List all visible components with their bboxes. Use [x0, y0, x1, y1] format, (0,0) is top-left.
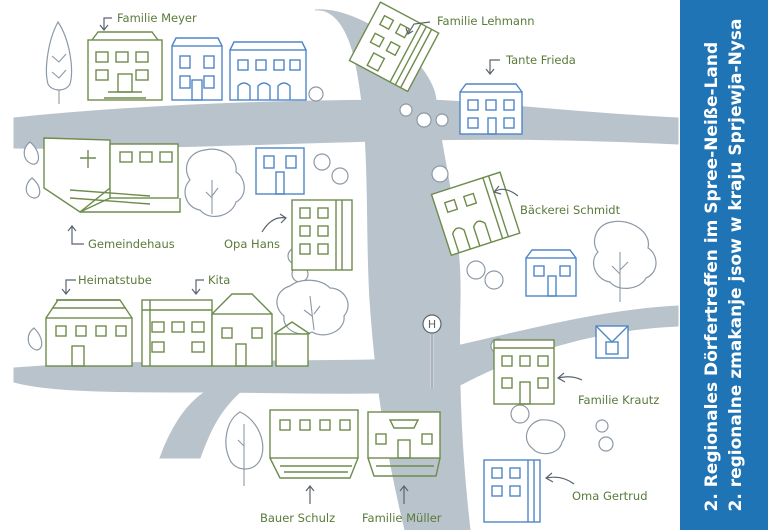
road-lower-left-branch	[159, 391, 242, 459]
tree-center-lower	[276, 279, 349, 336]
bushes-baeckerei	[431, 165, 504, 290]
arrow-familie-mueller	[399, 485, 409, 504]
arrow-baeckerei	[492, 185, 519, 197]
house-blue-small-top	[171, 37, 223, 101]
arrow-tante-frieda	[485, 59, 500, 75]
house-oma-gertrud	[483, 459, 541, 523]
label-heimatstube: Heimatstube	[78, 273, 152, 287]
label-familie-krautz: Familie Krautz	[578, 393, 659, 407]
label-familie-lehmann: Familie Lehmann	[437, 14, 535, 28]
label-arrows	[61, 17, 583, 504]
banner-title-sorbian: 2. regionalne zmakanje jsow w kraju Sprj…	[726, 18, 746, 512]
tree-bottom-left	[225, 411, 264, 486]
bus-stop-symbol: H	[428, 318, 436, 331]
banner-title-german: 2. Regionales Dörfertreffen im Spree-Nei…	[702, 41, 722, 512]
house-familie-mueller	[367, 411, 441, 477]
label-familie-mueller: Familie Müller	[362, 511, 442, 525]
bushes-bottom-right	[510, 404, 614, 455]
farm-bauer-schulz	[269, 409, 359, 479]
arrow-familie-krautz	[556, 372, 583, 383]
tree-center-left	[184, 148, 245, 218]
label-opa-hans: Opa Hans	[224, 237, 280, 251]
label-baeckerei-schmidt: Bäckerei Schmidt	[520, 203, 621, 217]
tree-gemeindehaus-left	[23, 141, 41, 199]
bushes-top-center	[313, 153, 349, 185]
road-vertical-main	[314, 9, 471, 530]
arrow-oma-gertrud	[544, 472, 575, 485]
label-gemeindehaus: Gemeindehaus	[88, 237, 175, 251]
label-kita: Kita	[208, 273, 230, 287]
title-banner: 2. Regionales Dörfertreffen im Spree-Nei…	[680, 0, 768, 530]
house-blue-center	[255, 147, 305, 195]
road-horizontal-upper	[13, 99, 679, 149]
arrow-bauer-schulz	[305, 485, 315, 504]
trees	[23, 20, 657, 486]
house-tante-frieda	[459, 83, 523, 135]
arrow-kita	[191, 279, 204, 295]
house-opa-hans	[291, 199, 353, 271]
label-oma-gertrud: Oma Gertrud	[572, 489, 648, 503]
arrow-opa-hans	[261, 213, 287, 233]
banner-title: 2. Regionales Dörfertreffen im Spree-Nei…	[700, 19, 748, 512]
buildings	[43, 1, 629, 523]
tree-conifer-top-left	[45, 20, 73, 104]
label-tante-frieda: Tante Frieda	[505, 53, 576, 67]
house-familie-krautz	[493, 339, 555, 405]
arrow-familie-meyer	[99, 17, 112, 31]
bus-stop: H	[422, 314, 442, 388]
building-kita	[141, 293, 311, 367]
building-gemeindehaus	[43, 137, 181, 213]
arrow-gemeindehaus	[67, 225, 84, 245]
bushes-lower-left	[27, 327, 43, 351]
house-familie-meyer	[87, 31, 163, 101]
label-bauer-schulz: Bauer Schulz	[260, 511, 335, 525]
arrow-heimatstube	[61, 279, 76, 295]
label-familie-meyer: Familie Meyer	[117, 11, 197, 25]
house-blue-lower-right	[595, 325, 629, 359]
place-labels: Familie Meyer Familie Lehmann Tante Frie…	[78, 11, 659, 525]
house-blue-wide-top	[229, 41, 307, 101]
arrow-familie-lehmann	[405, 21, 431, 35]
house-blue-right	[525, 249, 577, 297]
village-map: H Familie Meyer Familie Lehmann Tante Fr…	[13, 1, 679, 530]
tree-right-large	[593, 220, 657, 302]
building-heimatstube	[45, 299, 133, 367]
bush-top-right	[308, 86, 449, 128]
house-familie-lehmann	[348, 1, 440, 93]
